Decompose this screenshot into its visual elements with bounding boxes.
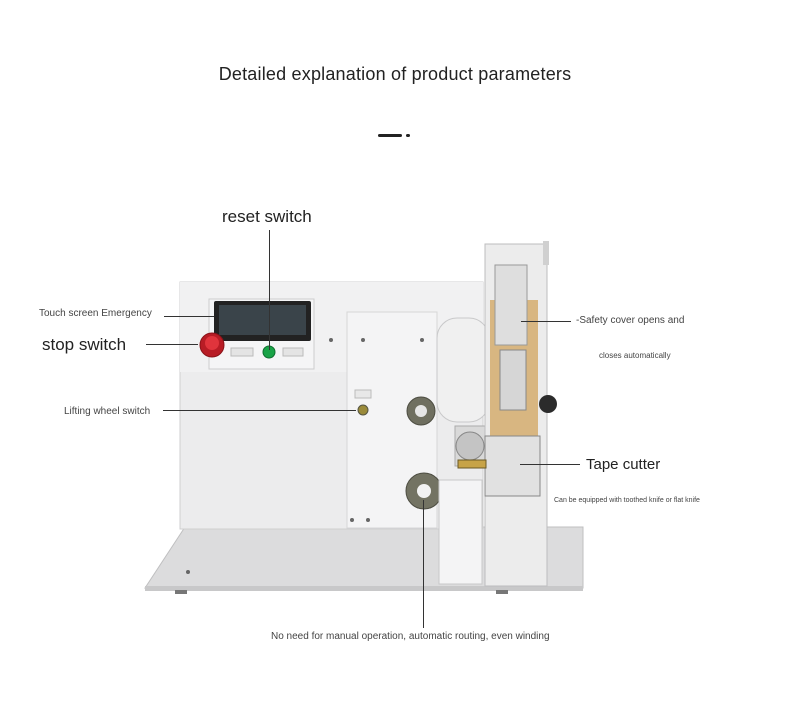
stop-switch-leader: [146, 344, 198, 345]
safety-cover-leader: [521, 321, 571, 322]
title-divider-dot: [406, 134, 410, 137]
page-title: Detailed explanation of product paramete…: [218, 64, 572, 84]
lifting-wheel-switch-knob: [357, 404, 369, 416]
base-foot-right: [496, 590, 508, 594]
reset-switch-label: reset switch: [222, 207, 312, 226]
stop-switch-label: stop switch: [42, 335, 127, 354]
tape-cutter-leader: [520, 464, 580, 465]
safety-cover-label: -Safety cover opens and: [576, 315, 685, 326]
reset-switch-leader: [269, 230, 270, 350]
base-plate-edge: [145, 586, 583, 591]
touch-screen: [219, 305, 306, 335]
tape-cutter-note: Can be equipped with toothed knife or fl…: [554, 497, 700, 504]
label-plate-left: [230, 347, 254, 357]
adjust-knob: [539, 395, 557, 413]
lifting-wheel-switch-label: Lifting wheel switch: [64, 406, 151, 417]
emergency-leader: [164, 316, 214, 317]
tape-cutter-label: Tape cutter: [586, 456, 661, 473]
lower-housing: [438, 479, 483, 585]
safety-cover-label-2: closes automatically: [599, 351, 671, 360]
base-foot-left: [175, 590, 187, 594]
bottom-note: No need for manual operation, automatic …: [271, 631, 550, 642]
lifting-wheel-leader: [163, 410, 356, 411]
title-divider: [378, 134, 402, 137]
label-plate-right: [282, 347, 304, 357]
roller-cover: [436, 317, 490, 423]
cutter-unit: [484, 435, 541, 497]
touch-screen-emergency-label: Touch screen Emergency: [39, 308, 152, 319]
bottom-note-leader: [423, 500, 424, 628]
